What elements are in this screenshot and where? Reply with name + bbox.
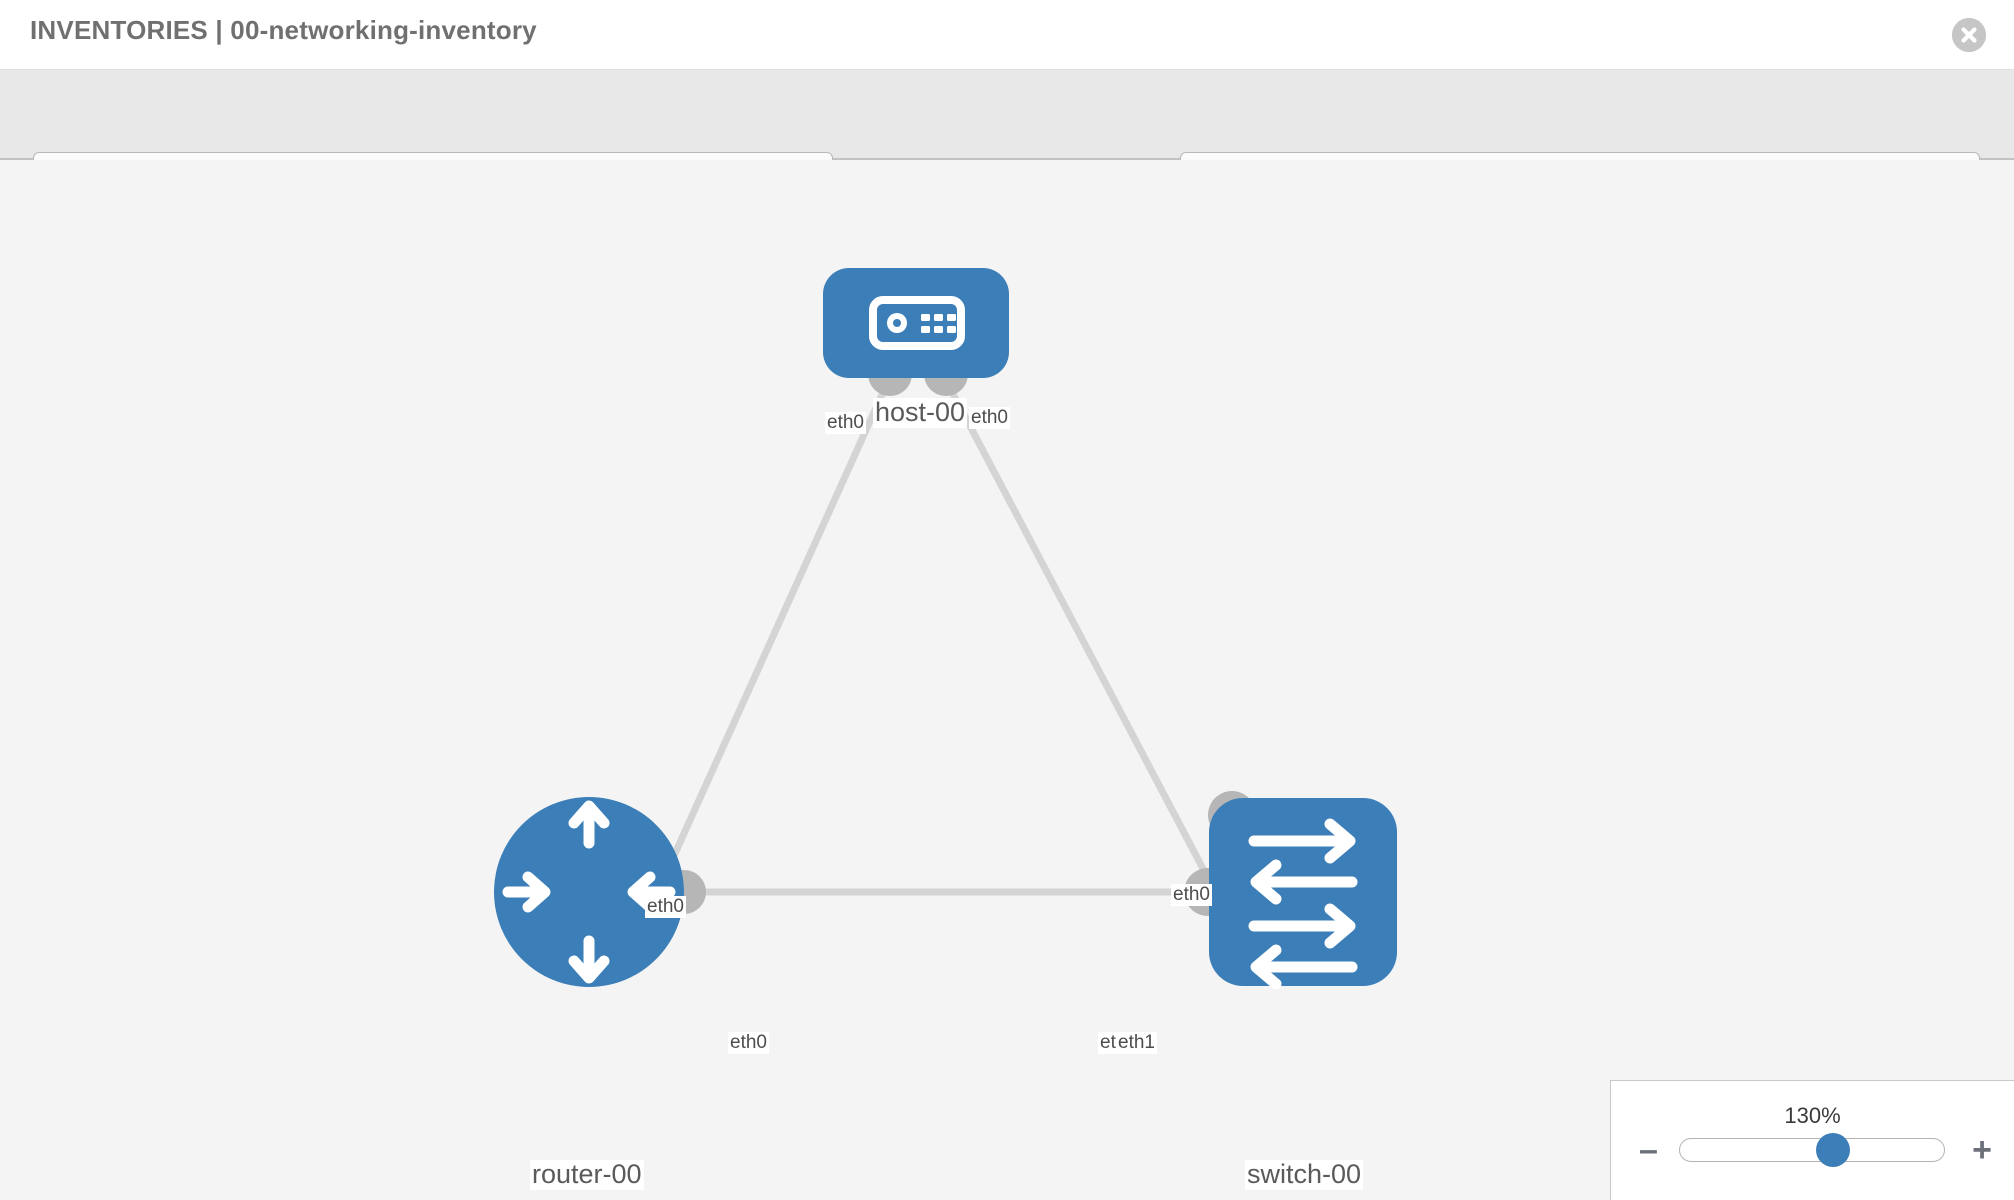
iface-label-router00-to-host00: eth0 [645, 896, 686, 918]
edge-host00-router00[interactable] [641, 386, 889, 922]
interface-connectors [662, 352, 1256, 916]
node-label-switch-00: switch-00 [1245, 1159, 1364, 1190]
zoom-in-button[interactable]: + [1972, 1131, 1992, 1169]
switch-exchange-arrows-icon [1248, 818, 1358, 990]
topology-graph [494, 268, 1397, 990]
node-label-host-00: host-00 [873, 397, 968, 428]
zoom-out-button[interactable]: – [1639, 1131, 1658, 1169]
iface-label-host00-to-router00: eth0 [825, 412, 866, 434]
zoom-level-value: 130% [1784, 1103, 1841, 1128]
iface-label-switch00-to-router00: eth1 [1116, 1032, 1157, 1054]
close-icon[interactable] [1952, 18, 1986, 52]
page-header: INVENTORIES | 00-networking-inventory [0, 0, 2014, 70]
router-four-arrows-icon [502, 800, 676, 984]
zoom-slider-track[interactable] [1679, 1133, 1945, 1167]
node-host-00[interactable] [823, 268, 1009, 378]
iface-label-switch00-to-host00: eth0 [1171, 884, 1212, 906]
topology-edges [641, 386, 1234, 922]
page-title: INVENTORIES | 00-networking-inventory [30, 15, 537, 45]
zoom-slider-thumb[interactable] [1816, 1133, 1850, 1167]
iface-label-router00-to-switch00: eth0 [728, 1032, 769, 1054]
edge-host00-switch00[interactable] [946, 386, 1234, 922]
zoom-control-panel: 130% – + [1610, 1080, 2014, 1200]
node-label-router-00: router-00 [530, 1159, 644, 1190]
server-appliance-icon [869, 296, 965, 350]
topology-canvas[interactable]: host-00 router-00 switch-00 eth0 eth0 et… [0, 160, 2014, 1200]
toolbar: ACTIONS SEARCH [0, 70, 2014, 204]
node-switch-00[interactable] [1209, 798, 1397, 990]
node-router-00[interactable] [494, 797, 684, 987]
iface-label-host00-to-switch00: eth0 [969, 407, 1010, 429]
